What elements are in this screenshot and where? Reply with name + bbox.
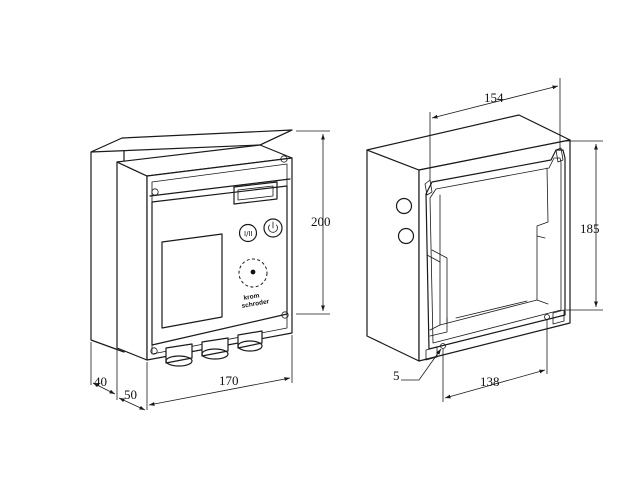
reset-button-icon	[238, 223, 258, 243]
brand-line-2: schroder	[241, 298, 270, 310]
dimension-width: 170	[146, 335, 293, 410]
dimension-label-height: 200	[311, 214, 331, 229]
dimension-depth-front: 50	[116, 350, 146, 411]
dimension-label-depth-rear: 40	[94, 374, 107, 389]
mounting-hole-icon	[440, 343, 446, 349]
knockout-hole-icon	[397, 227, 415, 245]
brand-line-1: krom	[243, 292, 260, 302]
svg-text:I/II: I/II	[244, 230, 253, 238]
dimension-label-bottom-width: 138	[480, 374, 500, 389]
dimension-hole-offset: 5	[393, 348, 442, 383]
brand-logo: krom schroder	[241, 292, 270, 310]
open-base-view: 154 185 138 5	[366, 78, 603, 402]
dimension-bottom-width: 138	[442, 320, 548, 402]
dimension-label-width: 170	[219, 373, 239, 388]
dimension-label-depth-front: 50	[124, 387, 137, 402]
power-button-icon	[263, 218, 283, 238]
dimension-label-base-height: 185	[580, 221, 600, 236]
closed-housing-view: I/II krom schroder 200	[90, 129, 331, 411]
screw-icon	[280, 155, 288, 163]
dimension-label-hole-offset: 5	[393, 368, 400, 383]
status-indicator-icon	[238, 258, 268, 288]
dimension-top-width: 154	[429, 78, 561, 180]
dimension-label-top-width: 154	[484, 90, 504, 105]
screw-icon	[151, 188, 159, 196]
dimension-depth-rear: 40	[90, 342, 116, 395]
base-front-frame	[418, 139, 571, 362]
dimension-base-height: 185	[563, 140, 603, 311]
base-inner-opening	[425, 149, 566, 350]
dimension-height: 200	[296, 130, 331, 315]
cable-glands	[165, 330, 263, 367]
base-side-panel	[366, 149, 420, 362]
mounting-hole-icon	[544, 314, 550, 320]
cover-side-panel	[116, 161, 148, 361]
label-window	[161, 233, 223, 329]
knockout-hole-icon	[395, 197, 413, 215]
cover-front	[146, 157, 293, 361]
display-window	[233, 181, 278, 205]
screw-icon	[150, 347, 158, 355]
